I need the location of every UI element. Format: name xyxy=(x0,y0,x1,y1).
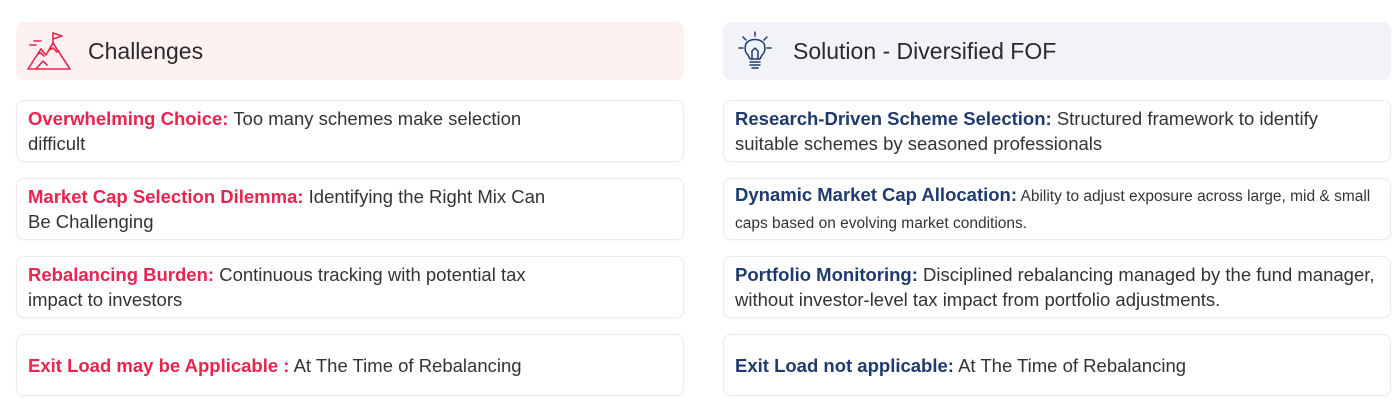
challenge-description: Too many schemes make selection difficul… xyxy=(28,108,522,154)
solution-card: Research-Driven Scheme Selection: Struct… xyxy=(723,100,1391,162)
lightbulb-icon xyxy=(737,28,773,74)
solution-heading: Portfolio Monitoring: xyxy=(735,264,918,285)
solution-description: Ability to adjust exposure across large,… xyxy=(735,188,1371,232)
solution-description: Disciplined rebalancing managed by the f… xyxy=(735,264,1375,310)
challenge-heading: Overwhelming Choice: xyxy=(28,108,229,129)
solution-text: Portfolio Monitoring: Disciplined rebala… xyxy=(735,262,1379,312)
solution-text: Dynamic Market Cap Allocation: Ability t… xyxy=(735,182,1379,236)
challenge-heading: Exit Load may be Applicable : xyxy=(28,354,290,376)
mountain-flag-icon xyxy=(26,28,72,74)
challenge-heading: Market Cap Selection Dilemma: xyxy=(28,186,304,207)
challenge-text: Rebalancing Burden: Continuous tracking … xyxy=(28,262,548,312)
challenge-card: Overwhelming Choice: Too many schemes ma… xyxy=(16,100,684,162)
challenge-card: Market Cap Selection Dilemma: Identifyin… xyxy=(16,178,684,240)
solution-text: Exit Load not applicable: At The Time of… xyxy=(735,353,1186,378)
solution-header: Solution - Diversified FOF xyxy=(723,22,1391,80)
solution-card: Dynamic Market Cap Allocation: Ability t… xyxy=(723,178,1391,240)
challenges-column: Challenges Overwhelming Choice: Too many… xyxy=(16,22,684,396)
solution-card: Portfolio Monitoring: Disciplined rebala… xyxy=(723,256,1391,318)
challenge-card: Exit Load may be Applicable : At The Tim… xyxy=(16,334,684,396)
solution-column: Solution - Diversified FOF Research-Driv… xyxy=(723,22,1391,396)
solution-title: Solution - Diversified FOF xyxy=(793,37,1057,64)
challenge-description: Continuous tracking with potential tax i… xyxy=(28,264,526,310)
challenge-heading: Rebalancing Burden: xyxy=(28,264,215,285)
challenges-header: Challenges xyxy=(16,22,684,80)
challenges-list: Overwhelming Choice: Too many schemes ma… xyxy=(16,100,684,396)
solution-description: Structured framework to identify suitabl… xyxy=(735,108,1318,154)
challenges-title: Challenges xyxy=(88,37,204,64)
solution-heading: Dynamic Market Cap Allocation: xyxy=(735,184,1018,205)
challenge-description: Identifying the Right Mix Can Be Challen… xyxy=(28,186,546,232)
challenge-card: Rebalancing Burden: Continuous tracking … xyxy=(16,256,684,318)
solution-list: Research-Driven Scheme Selection: Struct… xyxy=(723,100,1391,396)
solution-description: At The Time of Rebalancing xyxy=(953,354,1187,376)
challenge-text: Exit Load may be Applicable : At The Tim… xyxy=(28,353,522,378)
solution-text: Research-Driven Scheme Selection: Struct… xyxy=(735,106,1379,156)
challenge-description: At The Time of Rebalancing xyxy=(289,354,522,376)
solution-heading: Research-Driven Scheme Selection: xyxy=(735,108,1052,129)
solution-card: Exit Load not applicable: At The Time of… xyxy=(723,334,1391,396)
challenge-text: Overwhelming Choice: Too many schemes ma… xyxy=(28,106,548,156)
solution-heading: Exit Load not applicable: xyxy=(735,354,954,376)
challenge-text: Market Cap Selection Dilemma: Identifyin… xyxy=(28,184,548,234)
